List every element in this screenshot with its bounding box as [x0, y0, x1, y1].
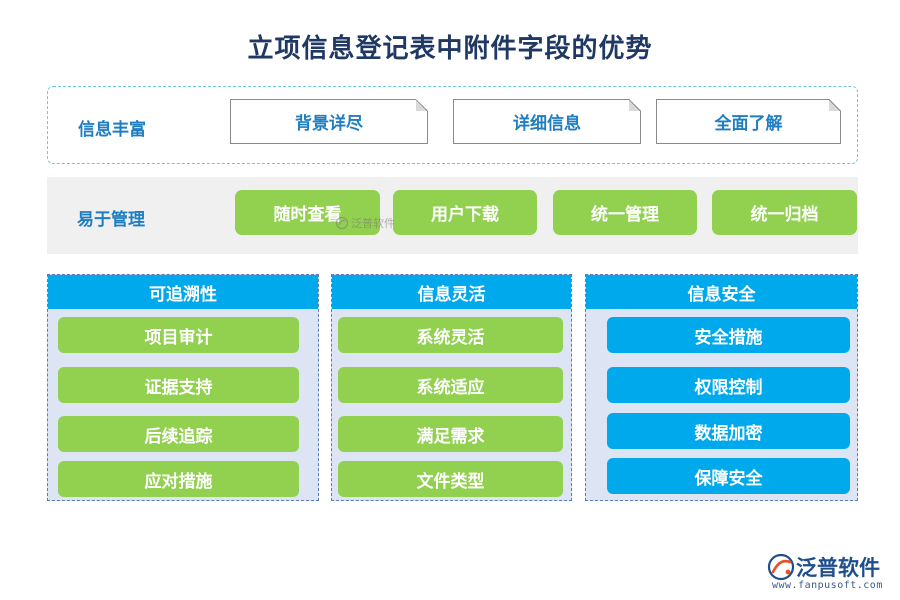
brand-name: 泛普软件	[796, 556, 880, 580]
list-item: 安全措施	[607, 317, 850, 353]
list-item: 权限控制	[607, 367, 850, 403]
fanpu-logo-icon	[767, 553, 795, 581]
column-header: 可追溯性	[48, 275, 318, 309]
list-item: 后续追踪	[58, 416, 299, 452]
column-header: 信息安全	[586, 275, 857, 309]
list-item: 满足需求	[338, 416, 563, 452]
list-item: 证据支持	[58, 367, 299, 403]
easy-manage-label: 易于管理	[77, 210, 145, 230]
brand-url: www.fanpusoft.com	[772, 580, 883, 591]
info-rich-label: 信息丰富	[78, 120, 146, 140]
list-item: 数据加密	[607, 413, 850, 449]
watermark: 泛普软件	[335, 215, 395, 231]
easy-manage-row: 易于管理 随时查看 用户下载 统一管理 统一归档	[47, 177, 858, 254]
tag-full-understanding: 全面了解	[656, 99, 841, 144]
list-item: 文件类型	[338, 461, 563, 497]
tag-background-detail: 背景详尽	[230, 99, 428, 144]
list-item: 应对措施	[58, 461, 299, 497]
list-item: 系统灵活	[338, 317, 563, 353]
list-item: 项目审计	[58, 317, 299, 353]
pill-unified-manage: 统一管理	[553, 190, 697, 235]
pill-user-download: 用户下载	[393, 190, 537, 235]
column-header: 信息灵活	[332, 275, 571, 309]
watermark-logo-icon	[335, 216, 349, 230]
pill-unified-archive: 统一归档	[712, 190, 857, 235]
column-flexibility: 信息灵活 系统灵活 系统适应 满足需求 文件类型	[331, 274, 572, 501]
list-item: 保障安全	[607, 458, 850, 494]
column-traceability: 可追溯性 项目审计 证据支持 后续追踪 应对措施	[47, 274, 319, 501]
list-item: 系统适应	[338, 367, 563, 403]
pill-view-anytime: 随时查看	[235, 190, 380, 235]
page-title: 立项信息登记表中附件字段的优势	[247, 34, 653, 64]
info-rich-row: 信息丰富 背景详尽 详细信息 全面了解	[47, 86, 858, 164]
column-security: 信息安全 安全措施 权限控制 数据加密 保障安全	[585, 274, 858, 501]
watermark-text: 泛普软件	[351, 217, 395, 230]
tag-detailed-info: 详细信息	[453, 99, 641, 144]
brand-logo: 泛普软件 www.fanpusoft.com	[762, 550, 894, 596]
